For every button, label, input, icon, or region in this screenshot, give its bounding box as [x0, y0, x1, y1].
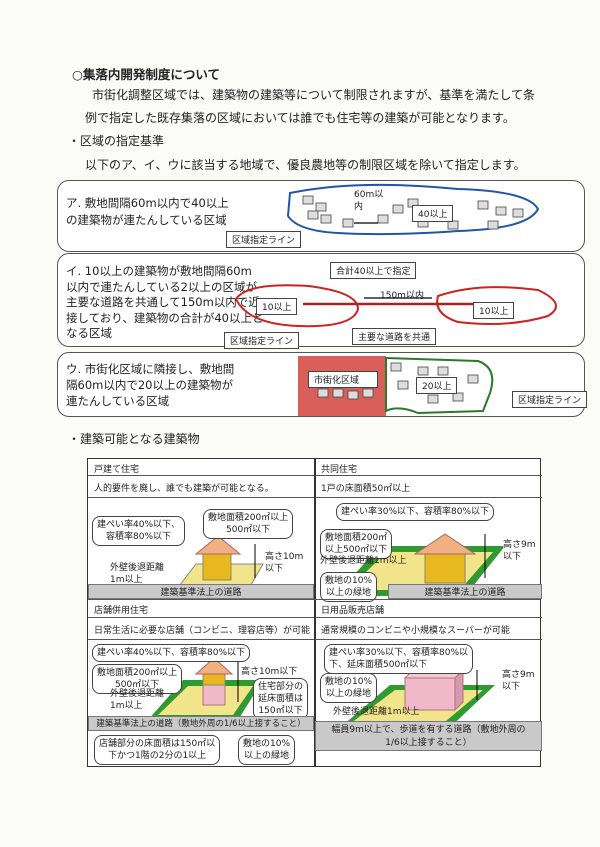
desc-shop-house: 日常生活に必要な店舗（コンビニ、理容店等）が可能 — [88, 618, 314, 640]
criteria-b-line: なる区域 — [66, 326, 112, 340]
road-label: 建築基準法上の道路 — [88, 584, 314, 599]
zone-line-label: 区域指定ライン — [512, 391, 588, 408]
section-heading-criteria: ・区域の指定基準 — [68, 134, 165, 148]
type-shop-house: 店舗併用住宅 — [88, 600, 314, 618]
desc-apartment: 1戸の床面積50㎡以上 — [315, 476, 542, 498]
shop-floor-note: 店舗部分の床面積は150㎡以下かつ1階の2分の1以上 — [94, 735, 221, 765]
zone-b-diagram — [234, 284, 557, 328]
intro-line-1: 市街化調整区域では、建築物の建築等について制限されますが、基準を満たして条 — [92, 88, 536, 102]
distance-label: 150m以内 — [380, 291, 424, 301]
left-count-label: 10以上 — [256, 298, 298, 315]
green-space-note: 敷地の10%以上の緑地 — [320, 673, 378, 703]
coverage-note: 建ぺい率30%以下、容積率80%以下、延床面積500㎡以下 — [324, 644, 474, 674]
criteria-b-line: 接しており、建築物の合計が40以上と — [66, 310, 264, 325]
road-label: 主要な道路を共通 — [352, 328, 437, 345]
criteria-c-line: 連たんしている区域 — [66, 394, 170, 408]
apartment-illustration — [335, 533, 505, 596]
section-heading-buildings: ・建築可能となる建築物 — [68, 432, 200, 446]
zone-a-diagram — [286, 183, 540, 236]
building-types-table: 戸建て住宅 共同住宅 人的要件を廃し、誰でも建築が可能となる。 1戸の床面積50… — [87, 458, 542, 767]
criteria-b-line: 以内で連たんしている2以上の区域が — [66, 279, 257, 294]
green-space-note: 敷地の10%以上の緑地 — [238, 735, 296, 765]
setback-note: 外壁後退距離1m以上 — [333, 707, 420, 717]
criteria-c-line: 隔60m以内で20以上の建築物が — [66, 378, 233, 392]
criteria-b-line: 主要な道路を共通して150m以内で近 — [66, 295, 260, 309]
urban-area-label: 市街化区域 — [308, 371, 378, 388]
intro-line-2: 例で指定した既存集落の区域においては誰でも住宅等の建築が可能となります。 — [85, 111, 515, 125]
type-daily-goods-store: 日用品販売店舗 — [315, 600, 542, 618]
criteria-box-a: ア. 敷地間隔60m以内で40以上の建築物が連たんしている区域 60m以内 40… — [57, 180, 585, 252]
count-label: 20以上 — [416, 377, 458, 394]
zone-line-label: 区域指定ライン — [224, 332, 300, 349]
criteria-intro: 以下のア、イ、ウに該当する地域で、優良農地等の制限区域を除いて指定します。 — [85, 158, 526, 172]
page-title: ○集落内開発制度について — [72, 67, 221, 82]
coverage-note: 建ぺい率40%以下、容積率80%以下 — [92, 516, 186, 546]
setback-note: 外壁後退距離1m以上 — [320, 556, 407, 566]
type-detached-house: 戸建て住宅 — [88, 459, 314, 476]
coverage-note: 建ぺい率40%以下、容積率80%以下 — [92, 644, 251, 662]
total-label: 合計40以上で指定 — [330, 262, 417, 279]
distance-label: 60m以内 — [354, 190, 384, 212]
right-count-label: 10以上 — [473, 302, 515, 319]
criteria-a-line: ア. 敷地間隔60m以内で40以上 — [66, 196, 229, 210]
coverage-note: 建ぺい率30%以下、容積率80%以下 — [336, 503, 495, 521]
type-apartment: 共同住宅 — [315, 459, 542, 476]
detached-house-illustration — [174, 535, 264, 591]
road-label: 建築基準法上の道路（敷地外周の1/6以上接すること） — [88, 716, 314, 731]
count-label: 40以上 — [412, 205, 454, 222]
green-space-note: 敷地の10%以上の緑地 — [320, 572, 378, 602]
criteria-b-line: イ. 10以上の建築物が敷地間隔60m — [66, 264, 252, 278]
desc-detached-house: 人的要件を廃し、誰でも建築が可能となる。 — [88, 476, 314, 498]
criteria-a-line: の建築物が連たんしている区域 — [66, 213, 227, 227]
criteria-c-line: ウ. 市街化区域に隣接し、敷地間 — [66, 362, 235, 376]
height-note: 高さ10m以下 — [241, 667, 298, 677]
criteria-box-b: イ. 10以上の建築物が敷地間隔60m 以内で連たんしている2以上の区域が 主要… — [57, 253, 585, 349]
zone-line-label: 区域指定ライン — [226, 231, 302, 248]
desc-daily-goods-store: 通常規模のコンビニや小規模なスーパーが可能 — [315, 618, 542, 640]
criteria-box-c: ウ. 市街化区域に隣接し、敷地間 隔60m以内で20以上の建築物が 連たんしてい… — [57, 352, 588, 417]
road-label: 建築基準法上の道路 — [388, 584, 542, 599]
